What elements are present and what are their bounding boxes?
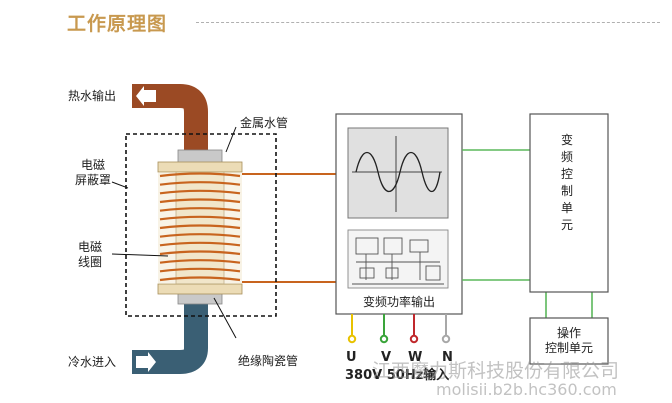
operation-control-line1: 操作 [556, 326, 581, 340]
operation-control-label: 操作 控制单元 [530, 326, 608, 356]
coil-turn [159, 224, 241, 230]
coil-turn [159, 198, 241, 204]
leader-coil [111, 253, 169, 257]
cold-water-pipe [132, 302, 208, 374]
waveform-panel [347, 127, 449, 219]
terminal-connector-v [379, 334, 389, 344]
hot-water-pipe [132, 84, 208, 152]
hot-water-output-label: 热水输出 [68, 89, 117, 103]
power-input-label: 380V 50Hz输入 [345, 368, 450, 383]
coil-windings [158, 172, 242, 284]
cold-water-arrow-icon [136, 352, 156, 372]
terminal-wires [347, 314, 451, 344]
coil-turn [159, 259, 241, 264]
operation-control-line2: 控制单元 [544, 341, 593, 355]
inverter-control-box [529, 113, 609, 293]
inverter-output-label: 变频功率输出 [362, 295, 435, 309]
electromagnetic-shield [125, 133, 277, 317]
terminal-connector-u [347, 334, 357, 344]
coil-turn [159, 215, 241, 221]
coil-turn [159, 267, 241, 273]
leader-ceramic [213, 297, 237, 339]
metal-pipe-label: 金属水管 [240, 116, 289, 130]
coil-label-line2: 线圈 [77, 255, 102, 269]
shield-label-line2: 屏蔽罩 [74, 173, 111, 187]
terminal-n-label: N [442, 350, 453, 365]
shield-label-line1: 电磁 [80, 158, 105, 172]
coil-flange-bottom [157, 283, 243, 295]
coil-turn [159, 233, 241, 238]
shield-label: 电磁 屏蔽罩 [70, 158, 116, 188]
coil-turn [159, 241, 241, 247]
terminal-connector-n [441, 334, 451, 344]
coil-turn [159, 276, 241, 282]
leader-metal-pipe [225, 126, 237, 153]
title-divider [196, 22, 660, 23]
terminal-u-label: U [346, 350, 357, 365]
terminal-connector-w [409, 334, 419, 344]
coil-turn [159, 207, 241, 212]
coil-flange-top [157, 161, 243, 173]
ceramic-tube-label: 绝缘陶瓷管 [238, 354, 299, 368]
terminal-w-label: W [408, 350, 423, 365]
coil-turn [159, 250, 241, 256]
sine-waveform [355, 151, 441, 193]
coil-turn [159, 181, 241, 186]
coil-label: 电磁 线圈 [70, 240, 110, 270]
page-title: 工作原理图 [67, 13, 168, 35]
inverter-control-label: 变频控制单元 [561, 133, 574, 232]
operation-control-box [529, 317, 609, 365]
watermark-url: molisii.b2b.hc360.com [436, 380, 617, 399]
cold-water-input-label: 冷水进入 [68, 355, 117, 369]
coil-turn [159, 172, 241, 178]
leader-shield [111, 181, 129, 189]
coil-body [158, 172, 242, 284]
hot-water-arrow-icon [136, 86, 156, 106]
coil-label-line1: 电磁 [77, 240, 102, 254]
circuit-schematic [347, 229, 449, 289]
coil-turn [159, 189, 241, 195]
watermark-company: 江西魔力斯科技股份有限公司 [372, 360, 620, 382]
terminal-v-label: V [381, 350, 392, 365]
